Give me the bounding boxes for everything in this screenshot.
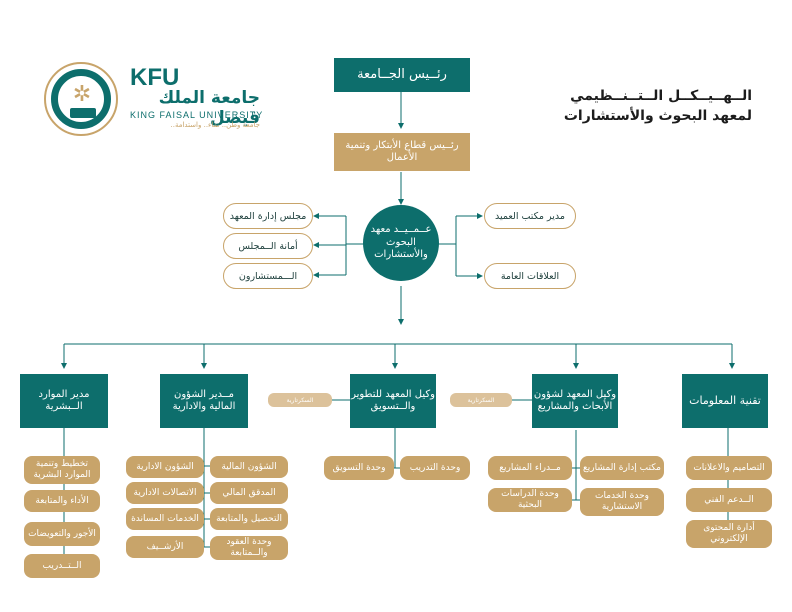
sector-head-box: رئــيس قطاع الأبتكار وتنمية الأعمال (334, 133, 470, 171)
finance-unit-comms: الاتصالات الادارية (126, 482, 204, 504)
development-unit-marketing: وحدة التسويق (324, 456, 394, 480)
finance-unit-admin: الشؤون الادارية (126, 456, 204, 478)
chart-title-line2: لمعهد البحوث والأستشارات (563, 108, 752, 124)
logo-name-ar: جامعة الملك فيصل (158, 88, 260, 128)
logo-tagline: جامعة وطن.. نماء.. واستدامة.. (170, 121, 261, 129)
finance-unit-support: الخدمات المساندة (126, 508, 204, 530)
consultants: الـــمستشارون (223, 263, 313, 289)
finance-admin-director: مــدير الشؤون المالية والادارية (160, 374, 248, 428)
finance-unit-contracts: وحدة العقود والــمتابعة (210, 536, 288, 560)
research-secretary: السكرتارية (450, 393, 512, 407)
university-logo: ✲ KFU جامعة الملك فيصل KING FAISAL UNIVE… (44, 62, 264, 136)
dean-circle: عــمــيــد معهد البحوث والأستشارات (363, 205, 439, 281)
development-unit-training: وحدة التدريب (400, 456, 470, 480)
hr-unit-training: الــتــدريب (24, 554, 100, 578)
hr-director: مدير الموارد الــبشرية (20, 374, 108, 428)
president-box: رئــيس الجــامعة (334, 58, 470, 92)
research-unit-studies: وحدة الدراسات البحثية (488, 488, 572, 512)
it-unit-content: أدارة المحتوى الإلكتروني (686, 520, 772, 548)
it-unit-design: التصاميم والاعلانات (686, 456, 772, 480)
research-unit-pm: مــدراء المشاريع (488, 456, 572, 480)
research-unit-consulting: وحدة الخدمات الاستشارية (580, 488, 664, 516)
it-unit-support: الــدعم الفني (686, 488, 772, 512)
university-seal: ✲ (44, 62, 118, 136)
logo-abbr: KFU (130, 64, 180, 91)
finance-unit-financial: الشؤون المالية (210, 456, 288, 478)
dean-office-manager: مدير مكتب العميد (484, 203, 576, 229)
council-secretariat: أمانة الــمجلس (223, 233, 313, 259)
research-vice-dean: وكيل المعهد لشؤون الأبحاث والمشاريع (532, 374, 618, 428)
finance-unit-archive: الأرشــيف (126, 536, 204, 558)
hr-unit-planning: تخطيط وتنمية الموارد البشرية (24, 456, 100, 484)
research-unit-pmo: مكتب إدارة المشاريع (580, 456, 664, 480)
development-vice-dean: وكيل المعهد للتطوير والــتسويق (350, 374, 436, 428)
finance-unit-collection: التحصيل والمتابعة (210, 508, 288, 530)
public-relations: العلاقات العامة (484, 263, 576, 289)
institute-board: مجلس إدارة المعهد (223, 203, 313, 229)
palm-tree-icon: ✲ (72, 82, 92, 107)
hr-unit-performance: الأداء والمتابعة (24, 490, 100, 512)
chart-title-line1: الــهــيــكــل الــتــنــظيمي (570, 88, 752, 104)
hr-unit-wages: الأجور والتعويضات (24, 522, 100, 546)
development-secretary: السكرتارية (268, 393, 332, 407)
it-department: تقنية المعلومات (682, 374, 768, 428)
finance-unit-auditor: المدقق المالي (210, 482, 288, 504)
logo-name-en: KING FAISAL UNIVERSITY (130, 110, 264, 120)
